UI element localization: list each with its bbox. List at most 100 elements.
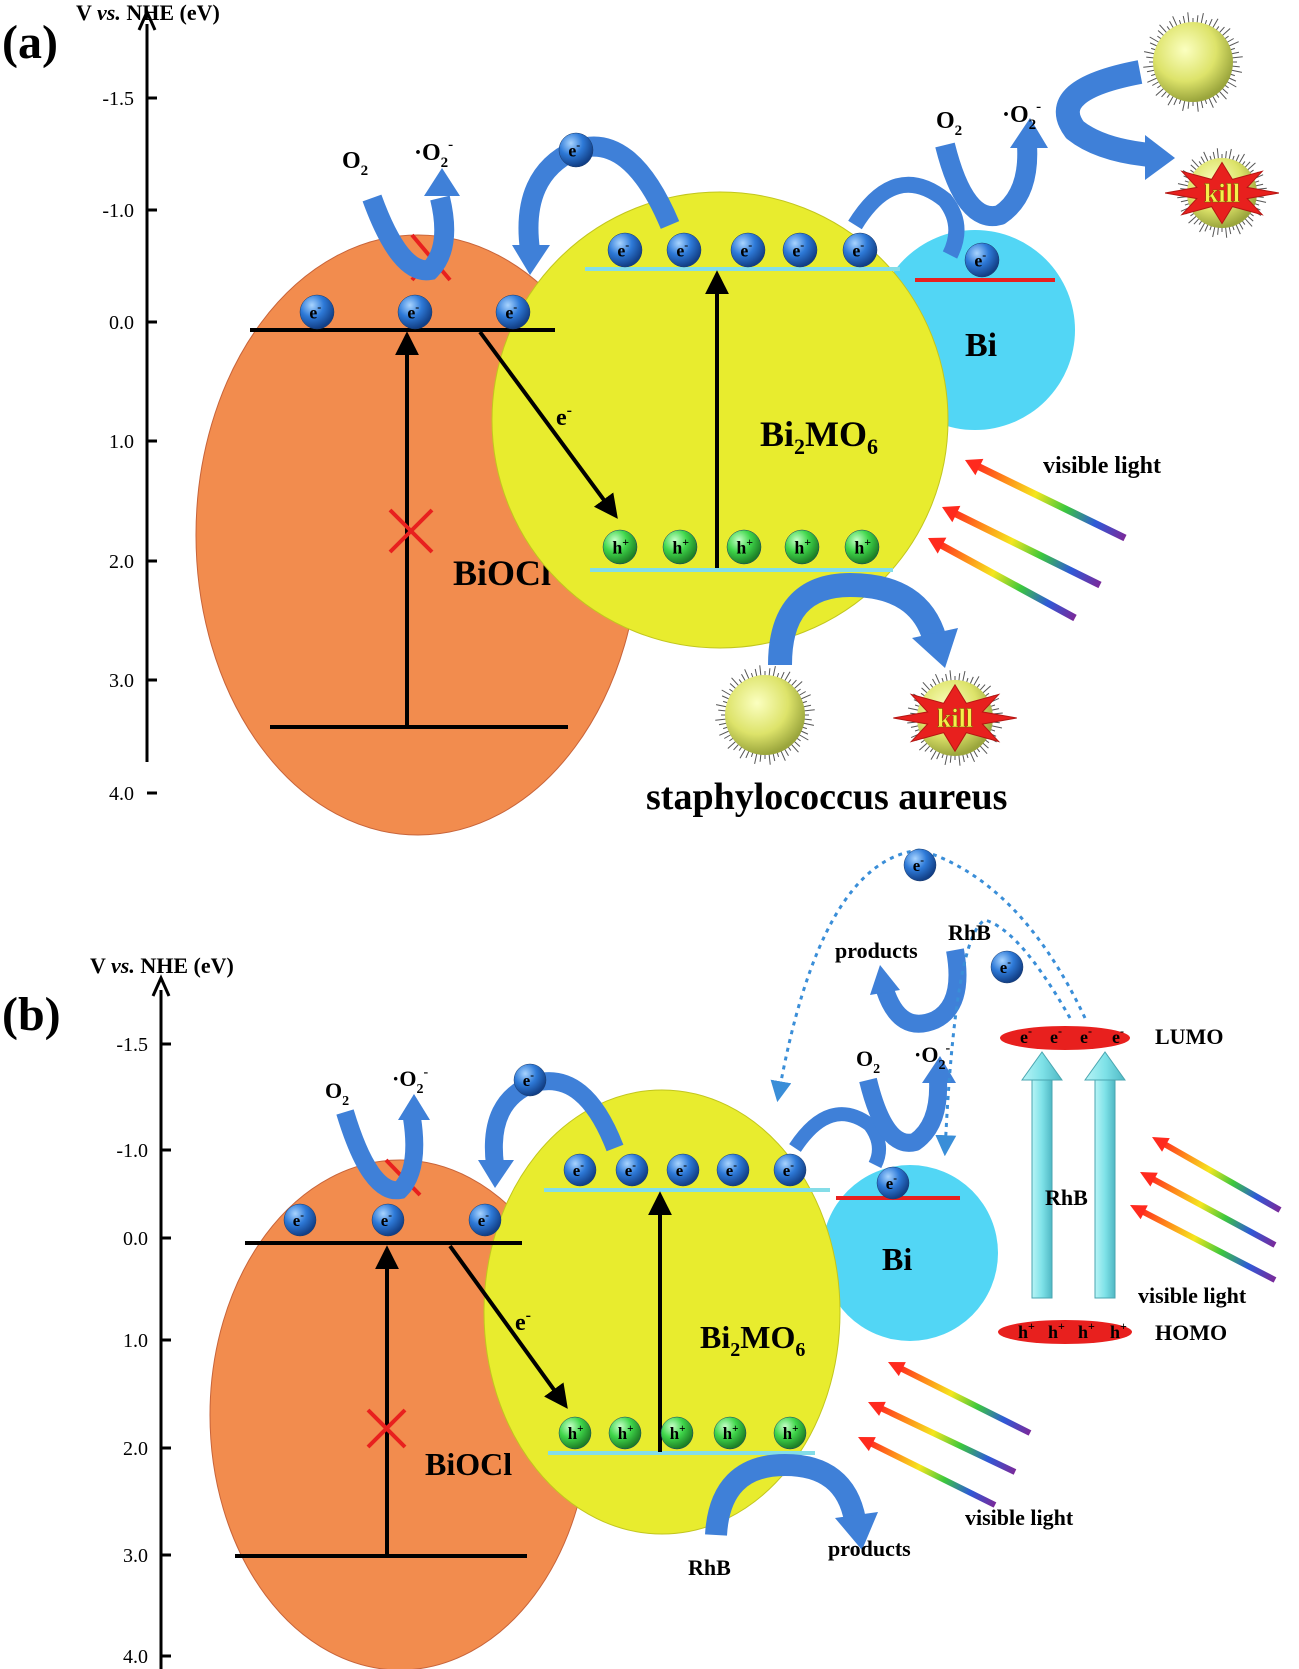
svg-text:e-: e-: [573, 1160, 584, 1180]
cross-mark-icon: [366, 1408, 407, 1449]
tick-label: 4.0: [109, 783, 134, 805]
electron-icon: e-: [842, 232, 878, 268]
bi2mo6-label: Bi2MO6: [760, 414, 878, 459]
o2-label-bi: O2: [856, 1046, 880, 1077]
electron-icon: e-: [607, 232, 643, 268]
hole-oxidation-arrow: [705, 1453, 866, 1536]
electron-icon: e-: [773, 1153, 807, 1187]
lumo-electron: e-: [1080, 1024, 1092, 1047]
electron-icon: e-: [299, 294, 335, 330]
electron-transfer-arrow: [448, 1244, 568, 1409]
svg-text:kill: kill: [1204, 179, 1240, 208]
electron-icon: e-: [876, 1166, 910, 1200]
svg-text:e-: e-: [523, 1070, 534, 1090]
hole-icon: h+: [662, 529, 698, 565]
homo-label: HOMO: [1155, 1320, 1227, 1345]
hole-icon: h+: [558, 1416, 592, 1450]
svg-text:h+: h+: [612, 535, 629, 558]
panel-b-axis: V vs. NHE (eV) -1.5 -1.0 0.0 1.0 2.0 3.0…: [90, 953, 234, 1669]
lumo-electron: e-: [1050, 1024, 1062, 1047]
rainbow-arrow-icon: [888, 1362, 1032, 1436]
panel-a: (a) V vs. NHE (eV) -1.5 -1.0 0.0 1.0 2.0…: [2, 0, 1279, 836]
homo-hole: h+: [1110, 1319, 1127, 1342]
visible-light-label: visible light: [965, 1505, 1074, 1530]
bacteria-kill-arrowhead-top: [1145, 135, 1175, 180]
homo-hole: h+: [1018, 1319, 1035, 1342]
rhb-label-bottom: RhB: [688, 1555, 731, 1580]
hole-icon: h+: [660, 1416, 694, 1450]
svg-text:h+: h+: [568, 1423, 584, 1443]
bacterium-icon: kill: [1165, 148, 1279, 238]
rhb-degradation-arrow-top: [876, 948, 967, 1033]
rainbow-arrow-icon: [942, 505, 1102, 589]
electron-icon: e-: [513, 1063, 547, 1097]
svg-text:e-: e-: [293, 1210, 304, 1230]
kill-burst-icon: kill: [1165, 161, 1279, 225]
products-label-bottom: products: [828, 1536, 911, 1561]
svg-text:h+: h+: [672, 535, 689, 558]
o2-reduction-arrow: [336, 1109, 424, 1200]
svg-text:h+: h+: [670, 1423, 686, 1443]
homo-hole: h+: [1078, 1319, 1095, 1342]
bi-label: Bi: [882, 1241, 912, 1277]
bi-particle: [822, 1165, 998, 1341]
svg-text:e-: e-: [913, 855, 924, 875]
tick-label: 2.0: [123, 1438, 148, 1460]
homo-hole: h+: [1048, 1319, 1065, 1342]
axis-title: V vs. NHE (eV): [76, 0, 220, 25]
biocl-label: BiOCl: [453, 553, 551, 593]
svg-text:h+: h+: [854, 535, 871, 558]
panel-a-label: (a): [2, 16, 58, 69]
electron-transfer-arrow: [478, 330, 618, 519]
svg-text:e-: e-: [726, 1160, 737, 1180]
svg-text:h+: h+: [618, 1423, 634, 1443]
superoxide-label: ·O2-: [414, 137, 453, 171]
rainbow-arrow-icon: [1130, 1205, 1277, 1283]
electron-icon: e-: [964, 242, 1000, 278]
tick-label: -1.5: [116, 1034, 148, 1056]
bi2mo6-to-bi-arrow: [789, 1107, 886, 1169]
svg-text:e-: e-: [740, 238, 752, 261]
hole-icon: h+: [773, 1416, 807, 1450]
svg-text:e-: e-: [309, 300, 321, 323]
kill-burst-icon: kill: [893, 683, 1017, 753]
rhb-lumo-level: [1000, 1026, 1130, 1050]
lumo-electron: e-: [1112, 1024, 1124, 1047]
hole-icon: h+: [602, 529, 638, 565]
electron-icon: e-: [666, 1153, 700, 1187]
hole-icon: h+: [784, 529, 820, 565]
tick-label: -1.5: [102, 88, 134, 110]
electron-icon: e-: [903, 848, 937, 882]
axis-title: V vs. NHE (eV): [90, 953, 234, 978]
rhb-degradation-arrowhead-top: [870, 965, 900, 995]
svg-text:e-: e-: [676, 1160, 687, 1180]
hole-oxidation-arrowhead: [912, 628, 958, 668]
bacterium-icon: [715, 665, 815, 765]
rhb-homo-level: [998, 1320, 1132, 1344]
rhb-excitation-column: [1084, 1051, 1126, 1299]
svg-text:h+: h+: [723, 1423, 739, 1443]
tick-label: 3.0: [123, 1545, 148, 1567]
bacteria-kill-arrow-top: [1055, 60, 1152, 167]
bi-o2-arrow: [859, 1077, 948, 1152]
svg-text:e-: e-: [505, 300, 517, 323]
bi2mo6-particle: [491, 191, 949, 649]
bacterium-icon: [1143, 12, 1243, 112]
bi2mo6-to-biocl-arrowhead: [478, 1160, 514, 1188]
svg-text:e-: e-: [676, 238, 688, 261]
electron-icon: e-: [397, 294, 433, 330]
visible-light-label: visible light: [1043, 453, 1161, 479]
svg-text:e-: e-: [792, 238, 804, 261]
electron-icon: e-: [563, 1153, 597, 1187]
rainbow-arrow-icon: [928, 537, 1077, 622]
svg-text:e-: e-: [852, 238, 864, 261]
lumo-electron: e-: [1020, 1024, 1032, 1047]
rainbow-arrow-icon: [965, 458, 1127, 542]
svg-text:e-: e-: [783, 1160, 794, 1180]
rhb-excitation-column: [1021, 1051, 1063, 1299]
lumo-label: LUMO: [1155, 1024, 1223, 1049]
electron-icon: e-: [990, 950, 1024, 984]
svg-text:e-: e-: [625, 1160, 636, 1180]
svg-text:kill: kill: [937, 704, 973, 733]
svg-text:h+: h+: [794, 535, 811, 558]
